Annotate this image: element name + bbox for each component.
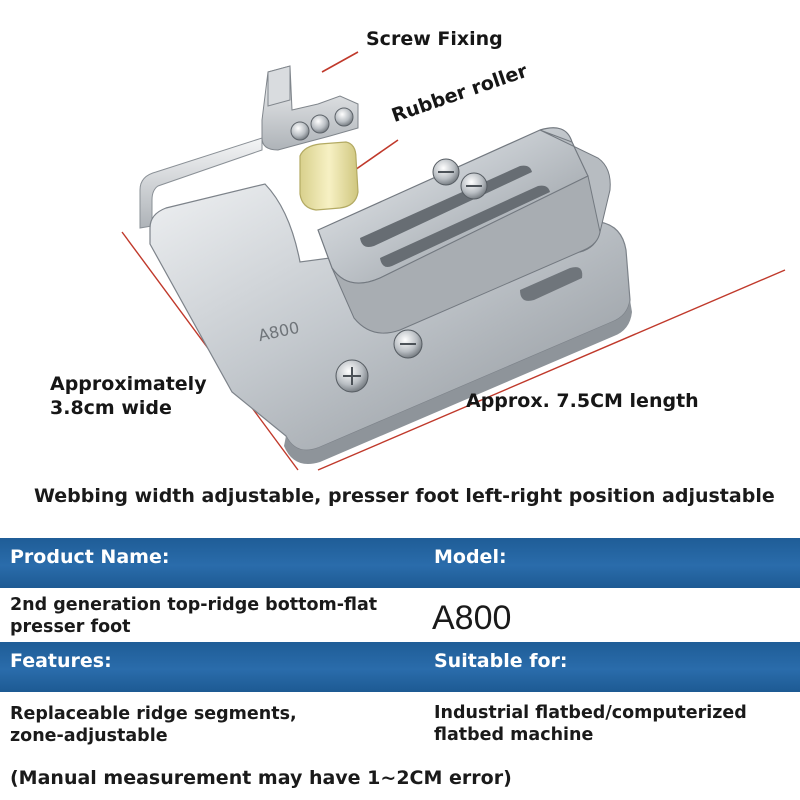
width-callout-line1: Approximately (50, 373, 207, 395)
product-name-value: 2nd generation top-ridge bottom-flat pre… (10, 594, 410, 638)
rubber-roller (299, 141, 359, 211)
features-value: Replaceable ridge segments, zone-adjusta… (10, 703, 410, 747)
product-name-line1: 2nd generation top-ridge bottom-flat (10, 595, 378, 615)
features-line1: Replaceable ridge segments, (10, 704, 297, 724)
suitable-for-value: Industrial flatbed/computerized flatbed … (434, 702, 796, 746)
suitable-line1: Industrial flatbed/computerized (434, 703, 747, 723)
product-name-label: Product Name: (10, 546, 170, 568)
screw-callout-line (321, 51, 359, 73)
model-value: A800 (432, 599, 512, 637)
screw-fixing-callout: Screw Fixing (366, 28, 503, 50)
model-label: Model: (434, 546, 507, 568)
measurement-footnote: (Manual measurement may have 1~2CM error… (10, 767, 512, 789)
length-callout: Approx. 7.5CM length (466, 390, 699, 412)
width-callout: Approximately 3.8cm wide (50, 372, 207, 420)
suitable-line2: flatbed machine (434, 725, 594, 745)
product-name-line2: presser foot (10, 617, 131, 637)
width-callout-line2: 3.8cm wide (50, 397, 172, 419)
roller-callout-line (351, 139, 399, 173)
length-dimension-line (317, 269, 786, 471)
suitable-for-label: Suitable for: (434, 650, 568, 672)
presser-foot-illustration (121, 51, 786, 471)
features-line2: zone-adjustable (10, 726, 168, 746)
adjustability-caption: Webbing width adjustable, presser foot l… (34, 485, 775, 507)
product-photo-area: A800 Screw Fixing Rubber roller Approxim… (34, 28, 786, 507)
features-label: Features: (10, 650, 112, 672)
spec-header-band-2: Features: Suitable for: (0, 642, 800, 692)
spec-header-band-1: Product Name: Model: (0, 538, 800, 588)
